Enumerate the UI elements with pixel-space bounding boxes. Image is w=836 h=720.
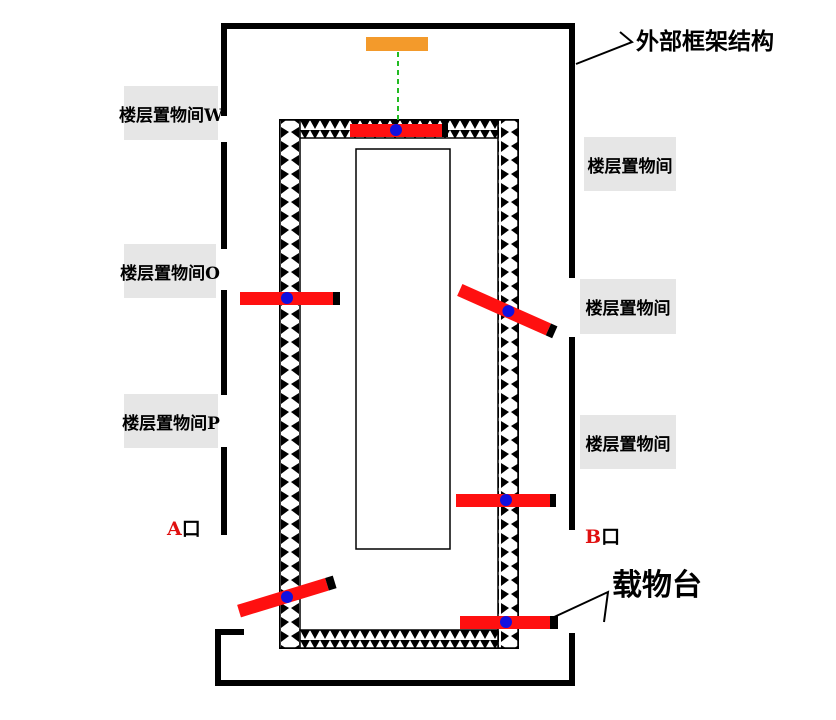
frame-structure-label: 外部框架结构 xyxy=(636,29,774,55)
frame-callout-leader xyxy=(575,31,634,65)
outer-frame xyxy=(215,23,575,686)
platform-arm-left-lower xyxy=(237,575,337,618)
platform-label: 载物台 xyxy=(612,568,702,603)
pivot-dot xyxy=(390,124,402,136)
platform-arm-right-upper xyxy=(457,284,558,339)
storage-room-w: 楼层置物间W xyxy=(119,86,223,140)
inner-shaft xyxy=(279,119,519,649)
platform-arm-right-lower xyxy=(460,616,558,629)
port-a-label: A口 xyxy=(167,514,201,541)
frame-bottom-segment xyxy=(215,629,575,686)
pivot-dot xyxy=(281,292,293,304)
truss-left xyxy=(279,119,301,649)
truss-bottom xyxy=(299,629,499,649)
port-b-suffix: 口 xyxy=(601,526,621,548)
storage-room-right-1: 楼层置物间 xyxy=(584,137,676,191)
platform-arm-left-upper xyxy=(240,292,340,305)
port-a-suffix: 口 xyxy=(181,518,201,540)
pivot-dot xyxy=(281,591,293,603)
truss-right xyxy=(497,119,519,649)
port-b-letter: B xyxy=(585,526,602,548)
storage-room-o: 楼层置物间O xyxy=(120,244,220,298)
port-a-letter: A xyxy=(167,518,182,540)
frame-top-segment xyxy=(221,23,575,278)
pivot-dot xyxy=(500,494,512,506)
platform-callout-leader xyxy=(551,590,610,623)
port-b-label: B口 xyxy=(585,522,620,549)
storage-room-p: 楼层置物间P xyxy=(122,394,220,448)
storage-room-right-2: 楼层置物间 xyxy=(580,279,676,334)
storage-room-right-3: 楼层置物间 xyxy=(580,415,676,469)
platform-arm-right-middle xyxy=(456,494,556,507)
platform-arm-top xyxy=(350,124,448,137)
pivot-dot xyxy=(502,305,515,318)
top-sensor xyxy=(366,37,428,51)
pivot-dot xyxy=(500,616,512,628)
central-core xyxy=(355,148,451,550)
